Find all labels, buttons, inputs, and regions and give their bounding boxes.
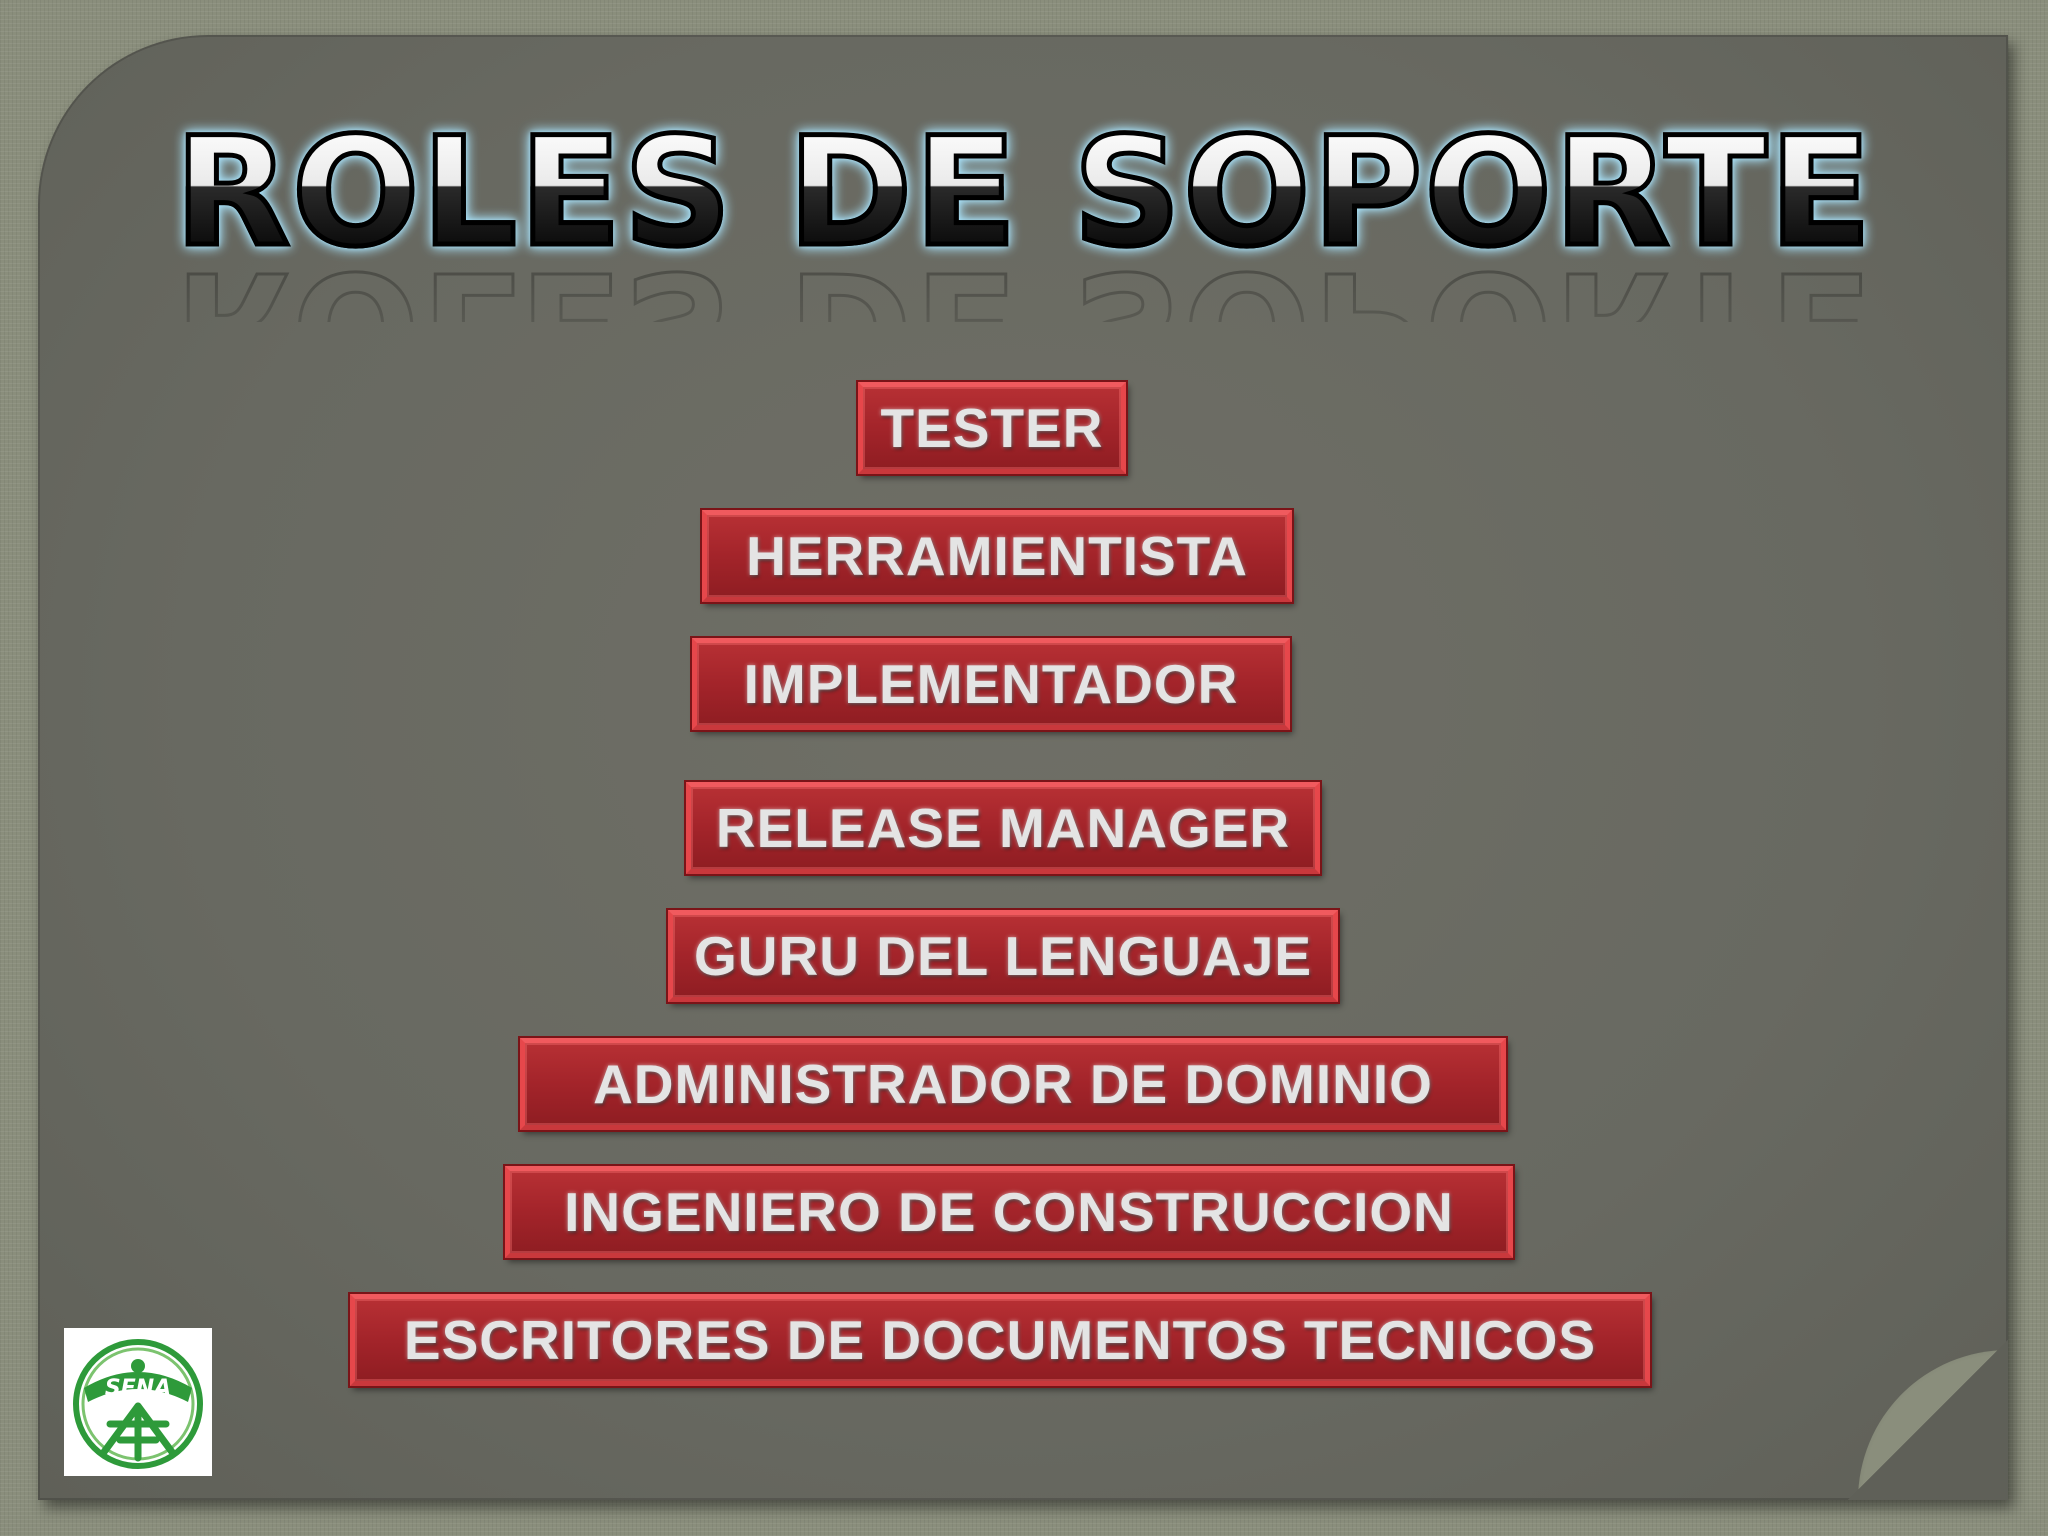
role-label: GURU DEL LENGUAJE — [694, 925, 1312, 987]
role-box-ingeniero-de-construccion: INGENIERO DE CONSTRUCCION — [505, 1166, 1513, 1258]
sena-logo: SENA — [64, 1328, 212, 1476]
sena-logo-text: SENA — [105, 1376, 171, 1401]
role-label: ESCRITORES DE DOCUMENTOS TECNICOS — [403, 1309, 1597, 1371]
page-curl-decoration — [1858, 1350, 2008, 1500]
role-box-release-manager: RELEASE MANAGER — [686, 782, 1320, 874]
title-container: ROLES DE SOPORTE — [0, 106, 2048, 280]
slide-title: ROLES DE SOPORTE — [172, 106, 1874, 280]
role-box-tester: TESTER — [858, 382, 1126, 474]
role-label: TESTER — [880, 397, 1104, 459]
role-label: HERRAMIENTISTA — [746, 525, 1248, 587]
role-box-herramientista: HERRAMIENTISTA — [702, 510, 1292, 602]
role-label: IMPLEMENTADOR — [743, 653, 1239, 715]
role-label: INGENIERO DE CONSTRUCCION — [564, 1181, 1454, 1243]
role-box-guru-del-lenguaje: GURU DEL LENGUAJE — [668, 910, 1338, 1002]
role-box-administrador-de-dominio: ADMINISTRADOR DE DOMINIO — [520, 1038, 1506, 1130]
role-label: ADMINISTRADOR DE DOMINIO — [593, 1053, 1433, 1115]
sena-logo-icon: SENA — [73, 1339, 203, 1469]
role-label: RELEASE MANAGER — [715, 797, 1291, 859]
role-box-escritores-de-documentos-tecnicos: ESCRITORES DE DOCUMENTOS TECNICOS — [350, 1294, 1650, 1386]
title-reflection-text: ROLES DE SOPORTE — [173, 250, 1875, 322]
role-box-implementador: IMPLEMENTADOR — [692, 638, 1290, 730]
title-reflection: ROLES DE SOPORTE — [0, 250, 2048, 322]
